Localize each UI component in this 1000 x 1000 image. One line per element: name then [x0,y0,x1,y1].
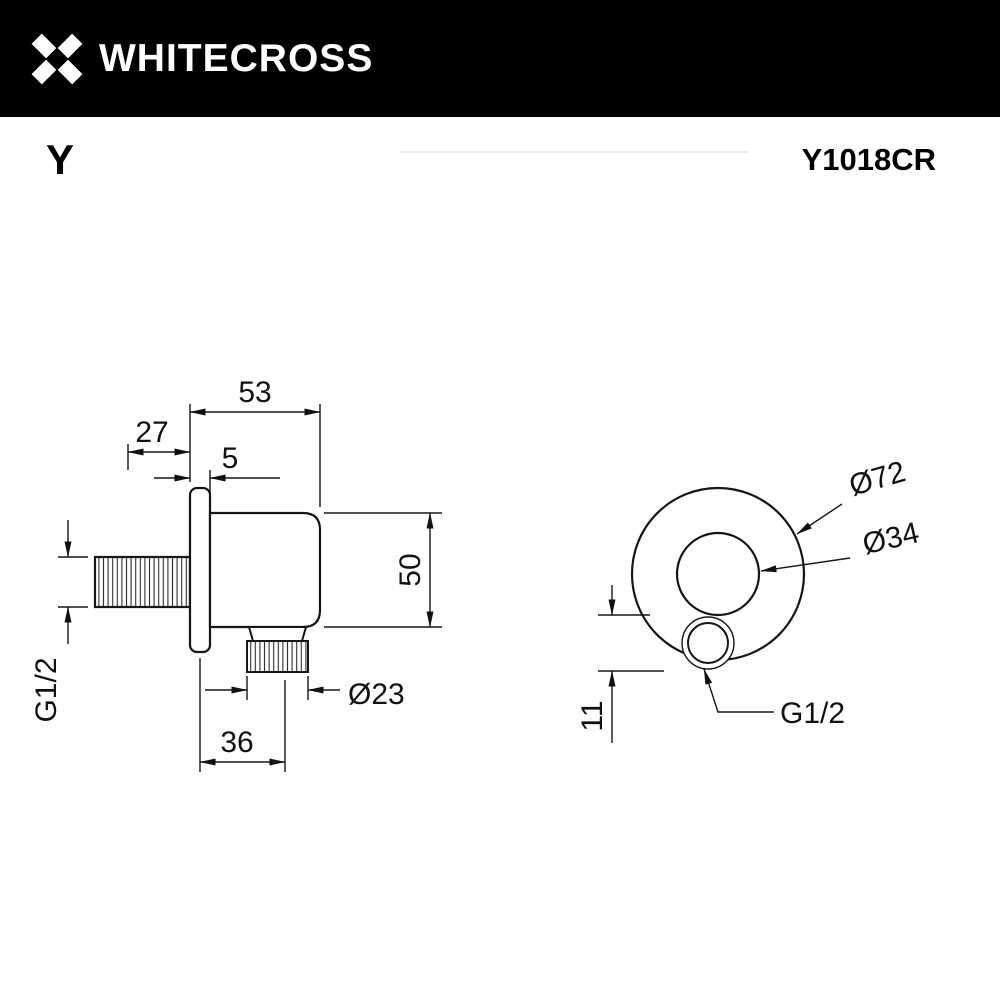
elbow-body [208,511,322,629]
outlet-thread-root-circle [687,622,729,664]
series-label: Y [46,136,75,183]
outlet-collar [247,626,308,642]
brand-header: WHITECROSS [0,0,1000,117]
brand-name: WHITECROSS [99,36,374,80]
body-circle [675,531,761,617]
dim-total-depth-label: 53 [238,376,271,409]
side-thread-size-label: G1/2 [30,657,63,722]
dim-plate-diameter-label: Ø72 [846,455,910,502]
header-divider [400,151,750,153]
front-view-geometry [630,486,806,670]
side-view-dimensions [58,404,442,772]
front-thread-size-label: G1/2 [780,697,845,730]
model-code: Y1018CR [801,142,936,177]
dim-plate-thickness-label: 5 [222,442,239,475]
dim-inlet-offset-label: 27 [135,416,168,449]
outlet-thread [246,640,309,673]
wall-flange-side [188,486,212,654]
dim-body-diameter-label: Ø34 [860,516,923,561]
inlet-thread [93,555,192,609]
dim-front-outlet-offset-label: 11 [576,700,609,731]
whitecross-logo-icon [31,33,83,84]
dim-outlet-diameter-label: Ø23 [348,678,405,711]
side-view-geometry [93,486,322,673]
front-view-dimensions [598,503,851,743]
dim-outlet-offset-label: 36 [220,726,253,759]
dim-body-height-label: 50 [394,553,427,586]
